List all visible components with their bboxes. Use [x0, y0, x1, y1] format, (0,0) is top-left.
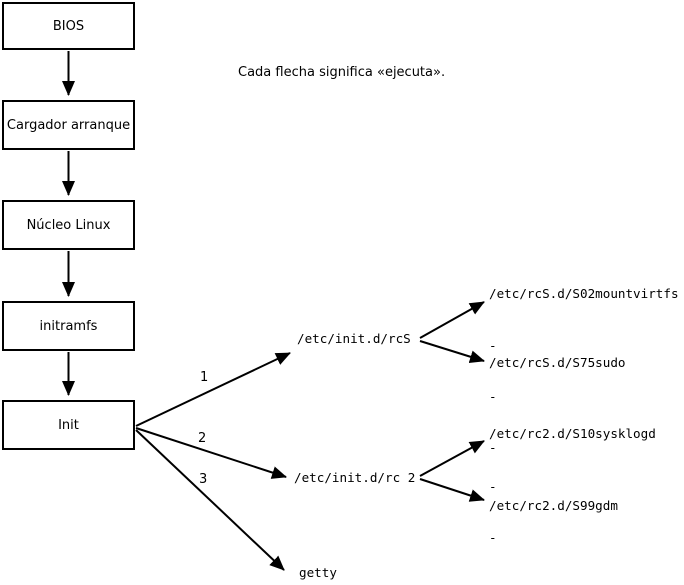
- node-linux-kernel-label: Núcleo Linux: [26, 217, 111, 233]
- node-bootloader-label: Cargador arranque: [6, 117, 131, 133]
- ellipsis-rcs: - - -: [489, 303, 519, 490]
- arrow-init-to-rcs: [135, 352, 291, 427]
- arrow-init-to-getty: [135, 429, 285, 571]
- ellipsis-dash: -: [489, 580, 519, 585]
- ellipsis-rc2: - - -: [489, 444, 519, 585]
- arrow-rc2-to-s99: [419, 478, 485, 502]
- ellipsis-dash: -: [489, 440, 497, 455]
- node-initramfs: initramfs: [2, 301, 135, 351]
- target-rcs-path: /etc/init.d/rcS: [297, 331, 411, 346]
- script-rc2-last: /etc/rc2.d/S99gdm: [489, 498, 618, 513]
- target-rc2-path: /etc/init.d/rc 2: [294, 470, 416, 485]
- node-linux-kernel: Núcleo Linux: [2, 200, 135, 250]
- branch-number-1: 1: [200, 370, 209, 385]
- ellipsis-dash: -: [489, 338, 497, 353]
- ellipsis-dash: -: [489, 389, 497, 404]
- script-rcs-last: /etc/rcS.d/S75sudo: [489, 355, 626, 370]
- node-initramfs-label: initramfs: [39, 318, 98, 334]
- node-init-label: Init: [58, 417, 79, 433]
- ellipsis-dash: -: [489, 479, 497, 494]
- ellipsis-dash: -: [489, 530, 497, 545]
- diagram-caption: Cada flecha significa «ejecuta».: [238, 65, 446, 80]
- branch-number-2: 2: [198, 431, 207, 446]
- node-bios-label: BIOS: [52, 18, 85, 34]
- node-bootloader: Cargador arranque: [2, 100, 135, 150]
- branch-number-3: 3: [199, 472, 208, 487]
- node-bios: BIOS: [2, 2, 135, 50]
- arrow-rcs-to-s75: [419, 340, 485, 364]
- arrow-init-to-rc2: [135, 427, 287, 479]
- arrow-rc2-to-s10: [419, 440, 485, 477]
- arrow-rcs-to-s02: [419, 301, 485, 339]
- script-rc2-first: /etc/rc2.d/S10sysklogd: [489, 426, 656, 441]
- target-getty: getty: [299, 565, 337, 580]
- node-init: Init: [2, 400, 135, 450]
- script-rcs-first: /etc/rcS.d/S02mountvirtfs: [489, 286, 679, 301]
